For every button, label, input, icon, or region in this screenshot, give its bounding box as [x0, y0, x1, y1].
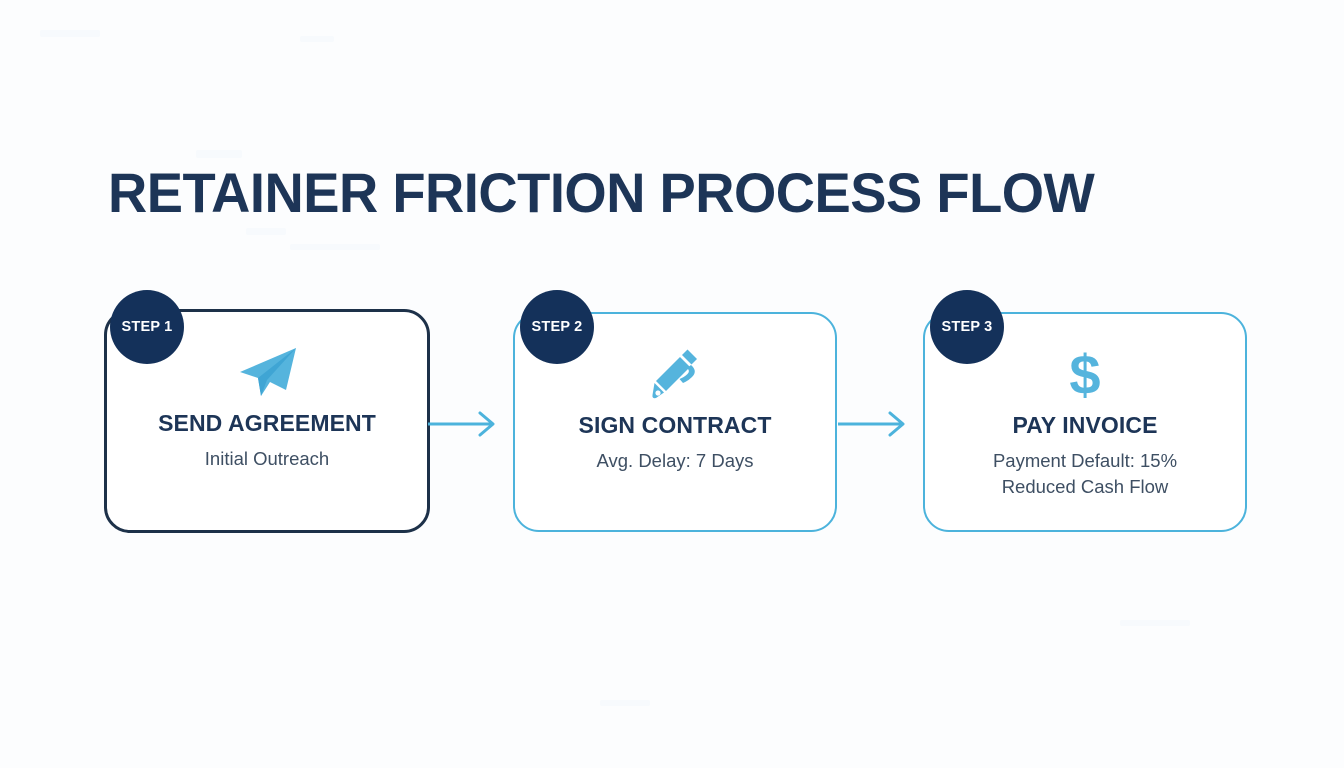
arrow-step2-to-step3 — [838, 408, 912, 440]
paper-plane-icon — [234, 342, 300, 404]
step-badge-3-label: STEP 3 — [941, 319, 993, 335]
page-title: RETAINER FRICTION PROCESS FLOW — [108, 160, 1095, 224]
step-badge-1: STEP 1 — [110, 290, 184, 364]
step-badge-2-label: STEP 2 — [531, 319, 583, 335]
step-card-1-title: SEND AGREEMENT — [158, 410, 376, 436]
step-card-3-subtitle: Payment Default: 15% Reduced Cash Flow — [992, 450, 1178, 497]
step-card-1-subtitle: Initial Outreach — [204, 448, 330, 469]
step-badge-1-label: STEP 1 — [121, 319, 173, 335]
step-card-3-content: $ PAY INVOICE Payment Default: 15% Reduc… — [925, 314, 1245, 530]
dollar-sign-icon: $ — [1062, 344, 1108, 406]
step-badge-2: STEP 2 — [520, 290, 594, 364]
step-card-2-subtitle: Avg. Delay: 7 Days — [596, 450, 754, 471]
step-card-1-content: SEND AGREEMENT Initial Outreach — [107, 312, 427, 530]
arrow-step1-to-step2 — [428, 408, 502, 440]
step-badge-3: STEP 3 — [930, 290, 1004, 364]
step-card-2-content: SIGN CONTRACT Avg. Delay: 7 Days — [515, 314, 835, 530]
pen-icon — [647, 344, 703, 406]
step-card-2-title: SIGN CONTRACT — [578, 412, 772, 438]
step-card-3-title: PAY INVOICE — [1012, 412, 1158, 438]
svg-text:$: $ — [1069, 345, 1100, 405]
